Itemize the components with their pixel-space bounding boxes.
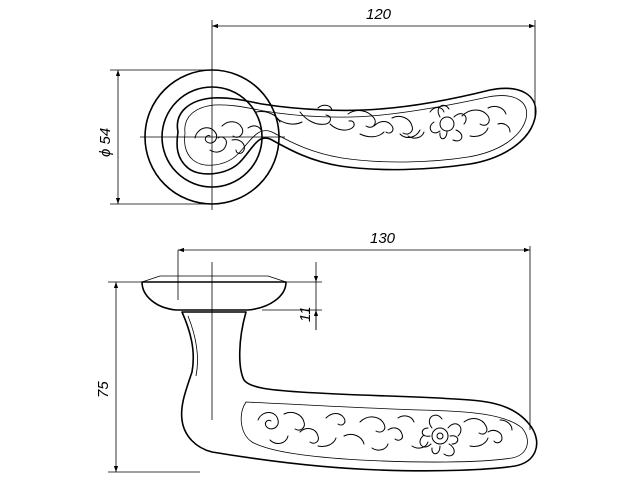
top-view: 120 ϕ 54: [97, 6, 537, 210]
dim-75-label: 75: [95, 381, 112, 398]
handle-side-inner-outline: [240, 401, 528, 463]
dim-11-label: 11: [297, 306, 314, 322]
side-ornament: [257, 411, 513, 457]
handle-top-outline: [176, 87, 537, 175]
rosette-dome: [141, 281, 287, 311]
dim-d54-label: ϕ 54: [97, 128, 114, 157]
handle-top-inner-outline: [184, 95, 527, 166]
dim-120-label: 120: [366, 6, 392, 23]
side-view: 130 11 75: [95, 230, 538, 473]
top-ornament: [194, 104, 511, 154]
dim-130-label: 130: [370, 230, 396, 247]
handle-side-outline: [180, 311, 538, 472]
